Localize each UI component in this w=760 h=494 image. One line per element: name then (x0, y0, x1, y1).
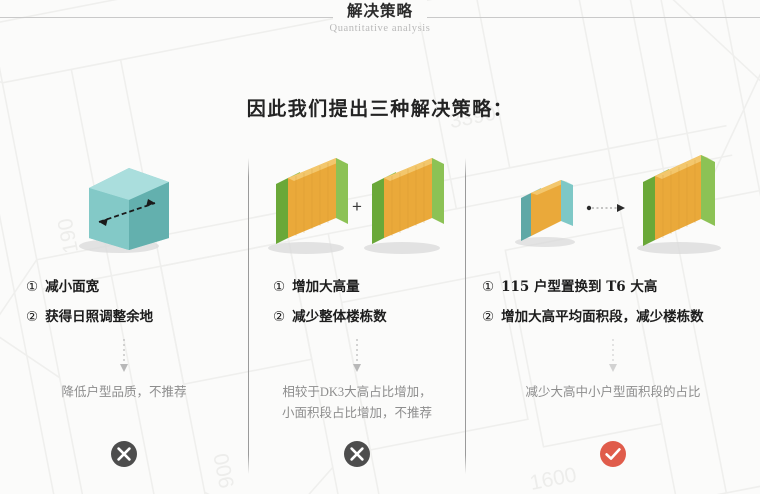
note-line: 小面积段占比增加，不推荐 (281, 406, 432, 420)
bullet-item: ② 减少整体楼栋数 (273, 302, 489, 332)
strategy-column-2: + (249, 150, 465, 480)
header-title: 解决策略 (332, 0, 427, 22)
strategy-2-verdict (249, 440, 465, 468)
strategy-3-connector (466, 338, 760, 374)
plus-operator: + (352, 197, 362, 216)
strategy-1-connector (0, 338, 248, 374)
page-title: 因此我们提出三种解决策略： (246, 98, 514, 120)
bullet-item: ① 减小面宽 (26, 272, 274, 302)
strategy-2-illustration: + (249, 150, 465, 265)
bullet-number: ② (273, 309, 286, 325)
note-line: 降低户型品质，不推荐 (61, 385, 187, 399)
bullet-label: 减小面宽 (45, 279, 100, 295)
circle-x-icon (344, 441, 370, 467)
bullet-number: ① (273, 279, 286, 295)
bullet-item: ② 增加大高平均面积段，减少楼栋数 (482, 302, 760, 332)
column-divider-1 (248, 158, 249, 474)
strategy-1-verdict (0, 440, 248, 468)
strategy-1-illustration (0, 150, 248, 265)
strategy-column-1: ① 减小面宽 ② 获得日照调整余地 降低户型品质，不推荐 (0, 150, 248, 480)
note-line: 相较于DK3大高占比增加， (282, 385, 432, 399)
bullet-number: ② (482, 309, 495, 325)
bullet-label: 减少整体楼栋数 (292, 309, 387, 325)
header-subtitle: Quantitative analysis (329, 23, 431, 34)
bullet-number: ① (26, 279, 39, 295)
bullet-label: 获得日照调整余地 (45, 309, 154, 325)
strategy-column-3: ① 115 户型置换到 T6 大高 ② 增加大高平均面积段，减少楼栋数 减少大高中小… (466, 150, 760, 480)
strategy-1-note: 降低户型品质，不推荐 (0, 382, 248, 403)
bullet-label: 115 户型置换到 T6 大高 (501, 279, 658, 295)
teal-block-with-width-arrow-icon (79, 168, 169, 253)
strategy-2-connector (249, 338, 465, 374)
bullet-label: 增加大高平均面积段，减少楼栋数 (501, 309, 704, 325)
dotted-down-arrow-icon (353, 339, 361, 372)
circle-check-icon (600, 441, 626, 467)
strategy-3-bullets: ① 115 户型置换到 T6 大高 ② 增加大高平均面积段，减少楼栋数 (466, 272, 760, 332)
header-title-wrap: 解决策略 (0, 0, 760, 22)
bullet-item: ① 增加大高量 (273, 272, 489, 302)
circle-x-icon (111, 441, 137, 467)
bullet-label: 增加大高量 (292, 279, 360, 295)
strategy-2-note: 相较于DK3大高占比增加， 小面积段占比增加，不推荐 (249, 382, 465, 424)
bullet-item: ① 115 户型置换到 T6 大高 (482, 272, 760, 302)
dotted-down-arrow-icon (120, 339, 128, 372)
note-line: 减少大高中小户型面积段的占比 (525, 385, 701, 399)
bullet-item: ② 获得日照调整余地 (26, 302, 274, 332)
strategy-columns: ① 减小面宽 ② 获得日照调整余地 降低户型品质，不推荐 (0, 150, 760, 480)
strategy-3-illustration (466, 150, 760, 265)
strategy-3-note: 减少大高中小户型面积段的占比 (466, 382, 760, 403)
strategy-2-bullets: ① 增加大高量 ② 减少整体楼栋数 (249, 272, 489, 332)
small-teal-block-arrow-large-green-slab-icon (515, 155, 721, 254)
bullet-number: ② (26, 309, 39, 325)
transform-arrow (586, 204, 625, 212)
dotted-down-arrow-icon (609, 339, 617, 372)
column-divider-2 (465, 158, 466, 474)
bullet-number: ① (482, 279, 495, 295)
strategy-1-bullets: ① 减小面宽 ② 获得日照调整余地 (0, 272, 274, 332)
two-green-orange-slabs-plus-icon: + (268, 158, 444, 254)
strategy-3-verdict (466, 440, 760, 468)
slide-header: 解决策略 Quantitative analysis (0, 0, 760, 46)
